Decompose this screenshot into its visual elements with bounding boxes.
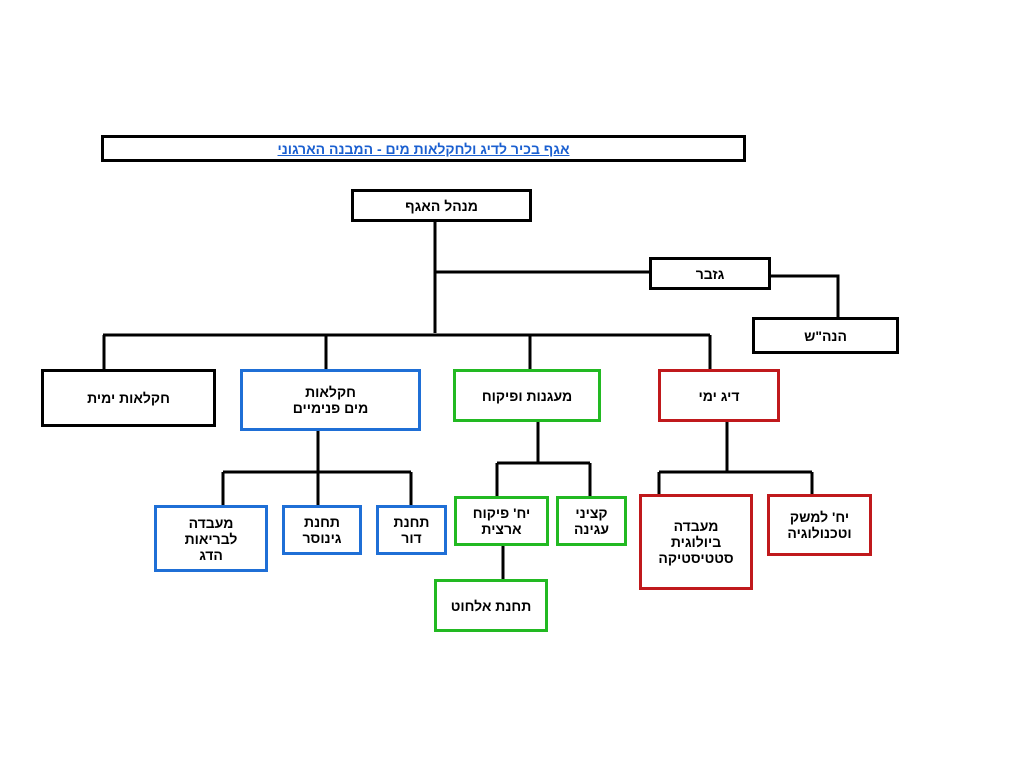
fish-health-lab-box: מעבדה לבריאות הדג	[154, 505, 268, 572]
reservoirs-inspection-box: מעגנות ופיקוח	[453, 369, 601, 422]
marine-agriculture-box: חקלאות ימית	[41, 369, 216, 427]
radio-station-box: תחנת אלחוט	[434, 579, 548, 632]
inland-aquaculture-box: חקלאות מים פנימיים	[240, 369, 421, 431]
ashore-officers-box: קציני עגינה	[556, 496, 627, 546]
economy-tech-unit-box: יח' למשק וטכנולוגיה	[767, 494, 872, 556]
accountant-box: הנה"ש	[752, 317, 899, 354]
ginosar-station-box: תחנת גינוסר	[282, 505, 362, 555]
director-box: מנהל האגף	[351, 189, 532, 222]
sea-fishing-box: דיג ימי	[658, 369, 780, 422]
dor-station-box: תחנת דור	[376, 505, 447, 555]
page-title: אגף בכיר לדיג ולחקלאות מים - המבנה הארגו…	[101, 135, 746, 162]
treasurer-box: גזבר	[649, 257, 771, 290]
statistics-lab-box: מעבדה ביולוגית סטטיסטיקה	[639, 494, 753, 590]
national-inspection-unit-box: יח' פיקוח ארצית	[454, 496, 549, 546]
